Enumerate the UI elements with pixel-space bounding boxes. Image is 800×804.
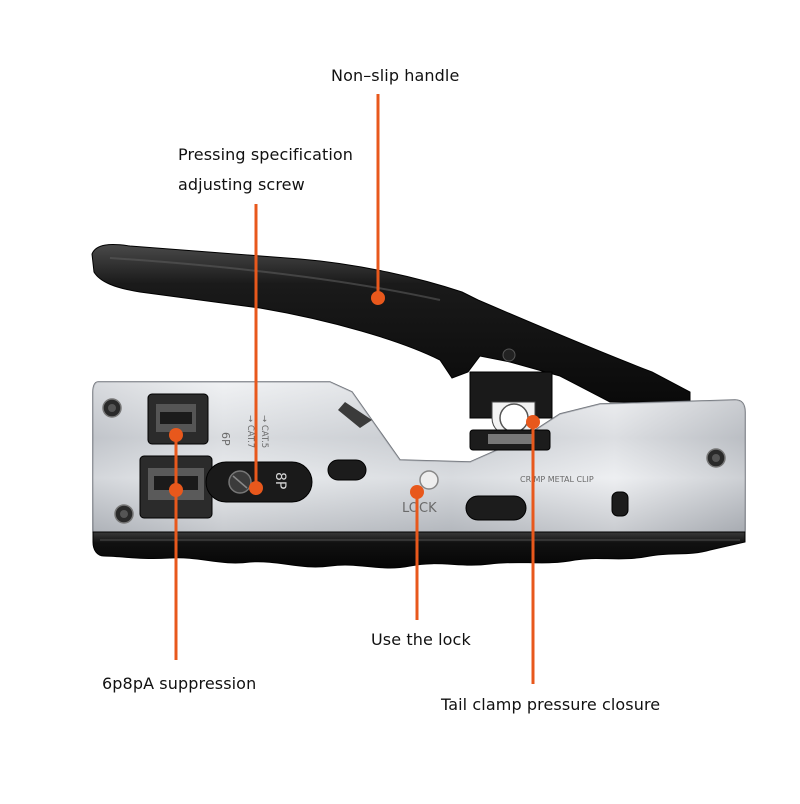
mark-cat7: → CAT.7 — [245, 415, 255, 448]
mark-6p: 6P — [219, 432, 232, 446]
lock-area: LOCK CRIMP METAL CLIP — [327, 459, 629, 521]
callout-dot-tail — [526, 415, 540, 429]
callout-dot-suppression-8p — [169, 483, 183, 497]
mark-8p: 8P — [272, 472, 288, 489]
bottom-handle — [92, 531, 746, 569]
callout-dot-lock — [410, 485, 424, 499]
top-handle — [91, 244, 691, 419]
callout-dot-handle — [371, 291, 385, 305]
callout-label-suppression: 6p8pA suppression — [102, 674, 257, 693]
callout-label-screw-line2: adjusting screw — [178, 175, 305, 194]
mark-crimp-metal-clip: CRIMP METAL CLIP — [520, 475, 594, 484]
mark-lock: LOCK — [402, 501, 437, 516]
callout-dot-suppression-6p — [169, 428, 183, 442]
callout-lines — [169, 94, 540, 684]
callout-label-tail-clamp: Tail clamp pressure closure — [441, 695, 661, 714]
callout-label-handle: Non–slip handle — [331, 66, 460, 85]
callout-label-screw-line1: Pressing specification — [178, 145, 354, 164]
callout-dot-screw — [249, 481, 263, 495]
callout-label-lock: Use the lock — [371, 630, 471, 649]
mark-cat5: → CAT.5 — [259, 415, 269, 448]
tail-clamp — [469, 401, 551, 451]
